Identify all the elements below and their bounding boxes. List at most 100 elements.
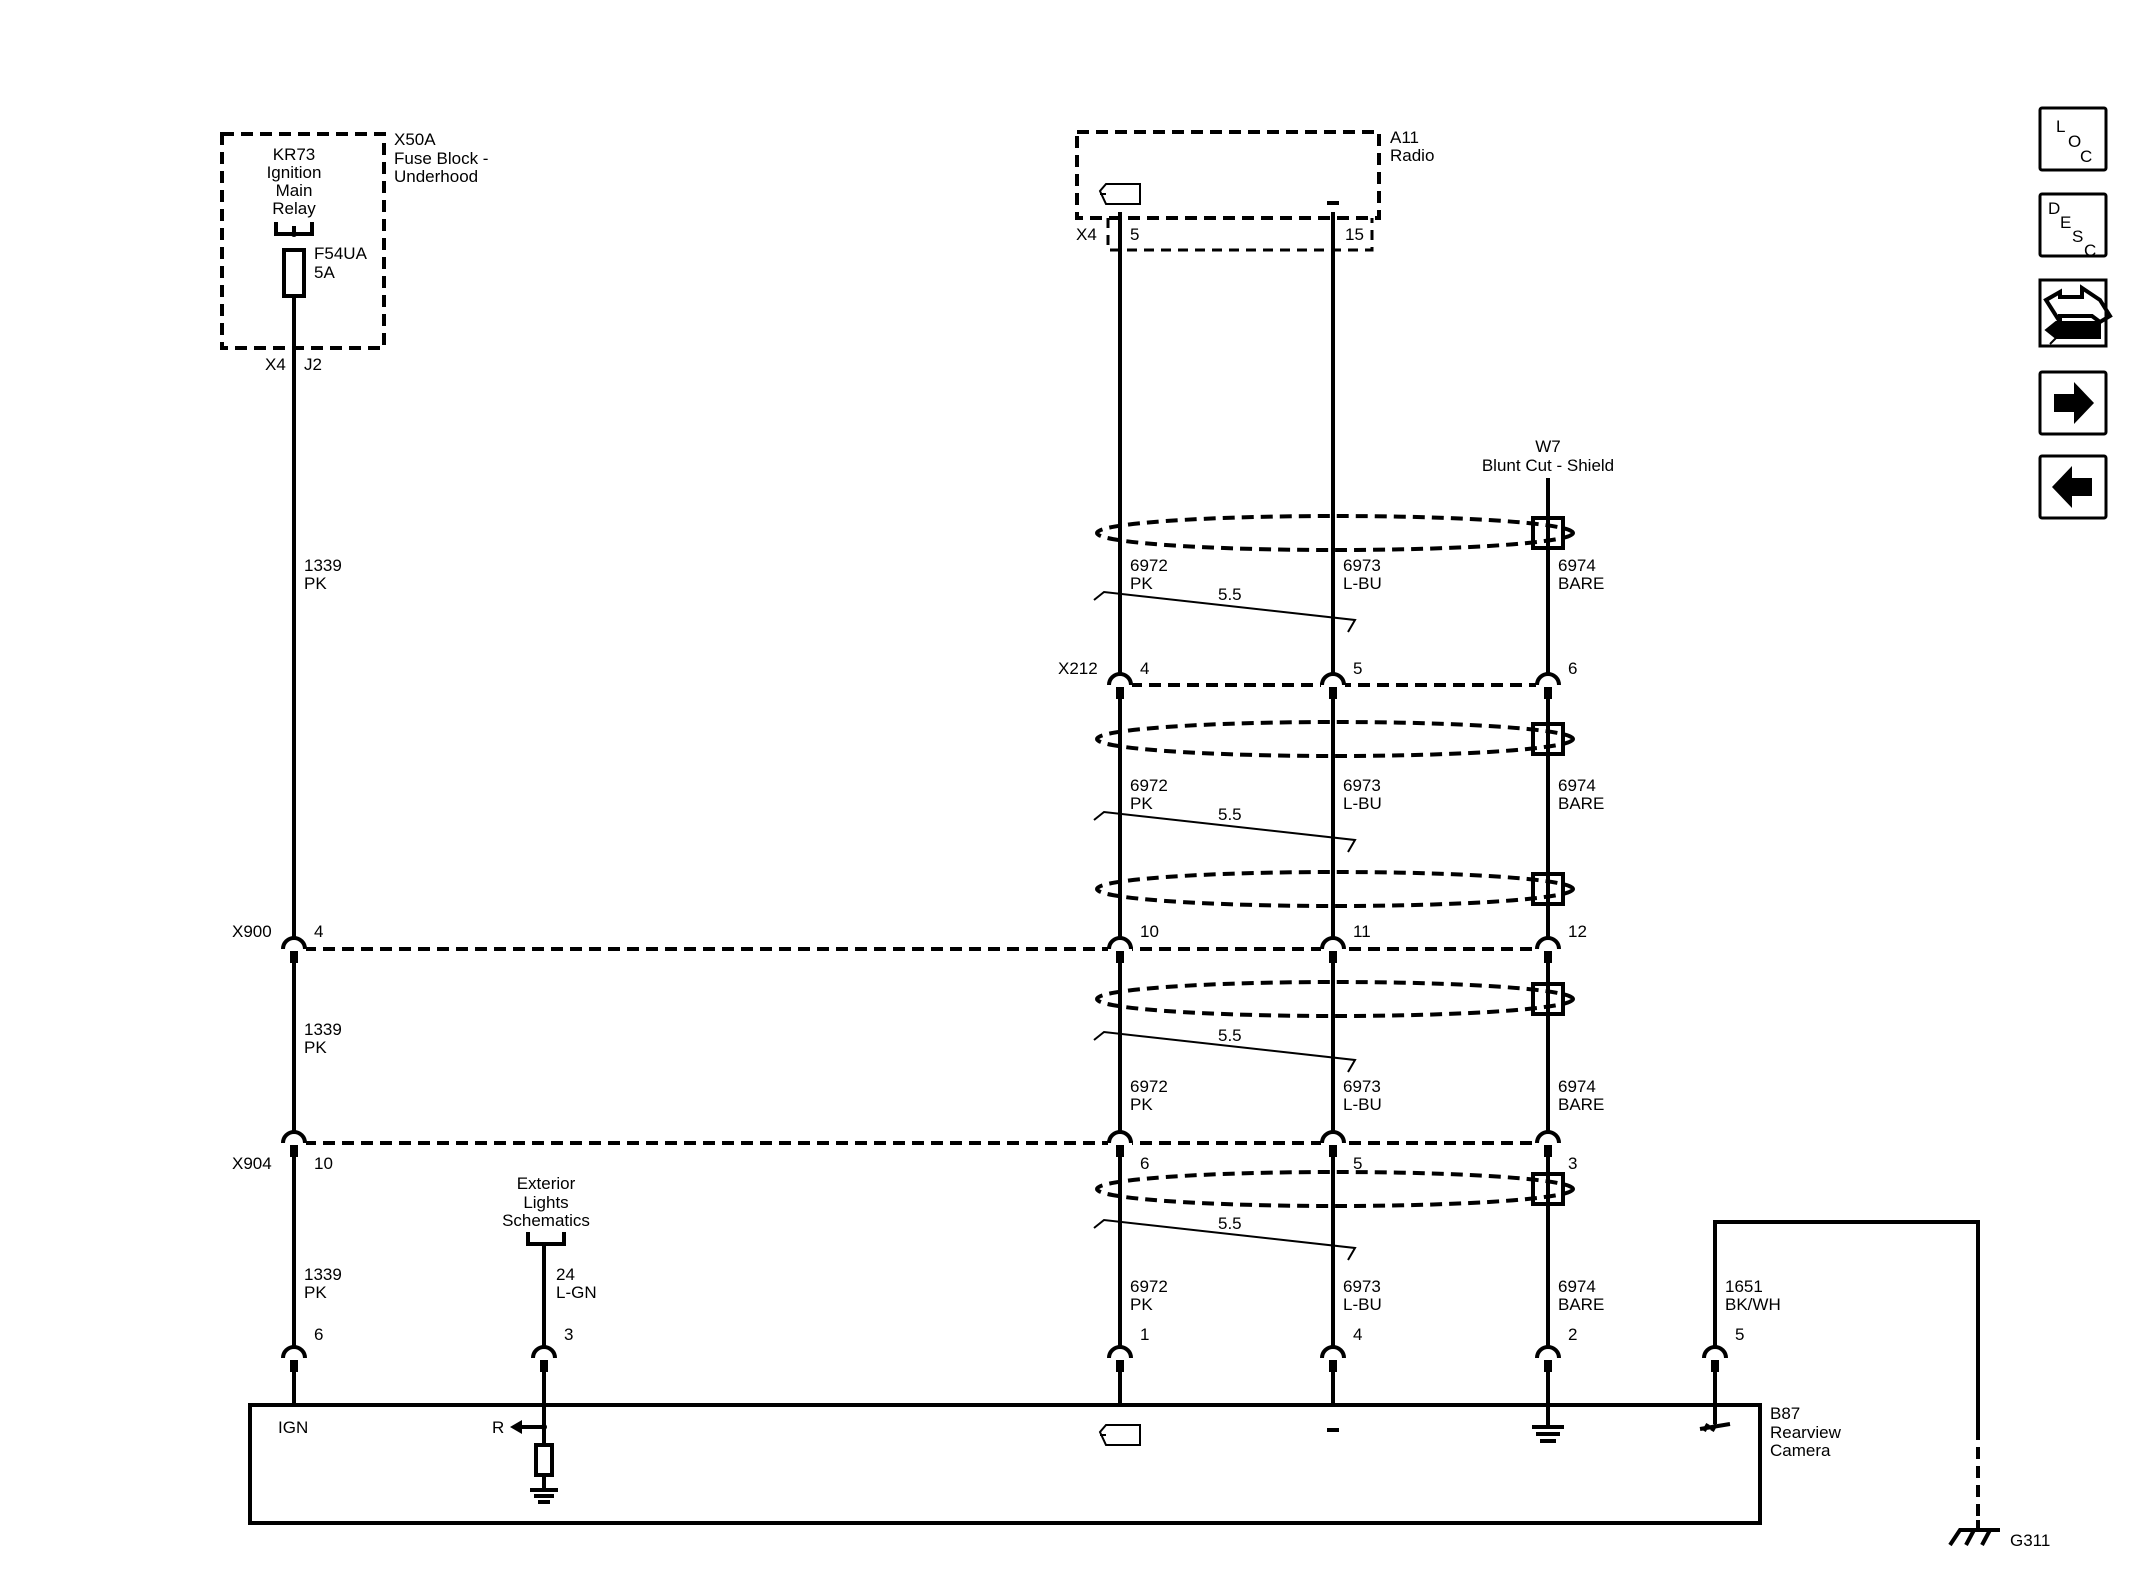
camera-chassis-ground-icon bbox=[1699, 1405, 1731, 1432]
desc-button[interactable]: D E S C bbox=[2038, 192, 2108, 260]
wire-6974-circuit-2: 6974 bbox=[1558, 776, 1596, 795]
camera-pin-5: 5 bbox=[1735, 1325, 1744, 1344]
loc-button[interactable]: L O C bbox=[2038, 106, 2108, 172]
shield-name: Blunt Cut - Shield bbox=[1482, 456, 1614, 475]
wire-1339-circuit-3: 1339 bbox=[304, 1265, 342, 1284]
wire-6973-color-3: L-BU bbox=[1343, 1095, 1382, 1114]
connector-repair-icon bbox=[2043, 284, 2113, 329]
wire-6973-color-1: L-BU bbox=[1343, 574, 1382, 593]
shield-ellipse-1 bbox=[1095, 514, 1575, 552]
wire-6972-circuit-3: 6972 bbox=[1130, 1077, 1168, 1096]
camera-ign-label: IGN bbox=[278, 1418, 308, 1437]
cavity-pin-15 bbox=[1544, 1360, 1552, 1372]
wire-6972-color-4: PK bbox=[1130, 1295, 1153, 1314]
camera-resistor-icon bbox=[534, 1443, 554, 1477]
twist-label-2: 5.5 bbox=[1218, 805, 1242, 824]
shield-drain-5 bbox=[1531, 1172, 1565, 1206]
wire-1339-color-1: PK bbox=[304, 574, 327, 593]
shield-drain-1 bbox=[1531, 516, 1565, 550]
camera-pin-1: 1 bbox=[1140, 1325, 1149, 1344]
wire-1651 bbox=[1713, 1220, 1980, 1428]
ground-g311-icon bbox=[1948, 1520, 2000, 1547]
cavity-pin-7 bbox=[290, 1145, 298, 1157]
x212-pin-4: 4 bbox=[1140, 659, 1149, 678]
cavity-pin-8 bbox=[1116, 1145, 1124, 1157]
wire-6973-circuit-3: 6973 bbox=[1343, 1077, 1381, 1096]
shield-drain-4 bbox=[1531, 982, 1565, 1016]
cavity-pin-11 bbox=[290, 1360, 298, 1372]
camera-pin-3: 3 bbox=[564, 1325, 573, 1344]
fuse-block-ref: X50A bbox=[394, 130, 436, 149]
x900-pin-12: 12 bbox=[1568, 922, 1587, 941]
wire-1339-circuit-2: 1339 bbox=[304, 1020, 342, 1039]
wire-6973-color-2: L-BU bbox=[1343, 794, 1382, 813]
x904-ref: X904 bbox=[232, 1154, 272, 1173]
fuse-rating: 5A bbox=[314, 263, 335, 282]
x212-ref: X212 bbox=[1058, 659, 1098, 678]
wire-6972-circuit-1: 6972 bbox=[1130, 556, 1168, 575]
wire-1651-color: BK/WH bbox=[1725, 1295, 1781, 1314]
cavity-arc-7 bbox=[281, 1130, 307, 1144]
desc-letter-s: S bbox=[2072, 227, 2083, 246]
wire-6973-circuit-4: 6973 bbox=[1343, 1277, 1381, 1296]
fuse-block-outline bbox=[220, 132, 386, 350]
previous-page-button[interactable] bbox=[2038, 454, 2108, 520]
wire-6974-circuit-3: 6974 bbox=[1558, 1077, 1596, 1096]
radio-pin-ground: 15 bbox=[1345, 225, 1364, 244]
wire-1339-color-3: PK bbox=[304, 1283, 327, 1302]
cavity-pin-6 bbox=[1544, 951, 1552, 963]
fuse-block-name-2: Underhood bbox=[394, 167, 478, 186]
exterior-ref-arrow-icon bbox=[526, 1232, 566, 1246]
cavity-pin-16 bbox=[1711, 1360, 1719, 1372]
cavity-arc-2 bbox=[1535, 672, 1561, 686]
fuse-ref: F54UA bbox=[314, 244, 368, 263]
fuse-out-conn: X4 bbox=[265, 355, 286, 374]
wire-6972-color-1: PK bbox=[1130, 574, 1153, 593]
radio-outline bbox=[1075, 130, 1381, 220]
camera-r-label: R bbox=[492, 1418, 504, 1437]
camera-video-input-icon bbox=[1098, 1424, 1141, 1446]
cavity-arc-5 bbox=[1320, 936, 1346, 950]
fuse-icon bbox=[282, 248, 306, 298]
wire-6974-circuit-4: 6974 bbox=[1558, 1277, 1596, 1296]
camera-ref: B87 bbox=[1770, 1404, 1800, 1423]
x900-pin-10: 10 bbox=[1140, 922, 1159, 941]
x904-pin-10: 10 bbox=[314, 1154, 333, 1173]
camera-resistor-ground-icon bbox=[530, 1475, 558, 1504]
shield-ref: W7 bbox=[1535, 437, 1561, 456]
wire-6972-circuit-2: 6972 bbox=[1130, 776, 1168, 795]
video-signal-icon bbox=[1098, 183, 1141, 205]
cavity-arc-6 bbox=[1535, 936, 1561, 950]
cavity-arc-15 bbox=[1535, 1345, 1561, 1359]
cavity-arc-4 bbox=[1107, 936, 1133, 950]
relay-label-4: Relay bbox=[272, 199, 316, 218]
cavity-arc-3 bbox=[281, 936, 307, 950]
wire-6973-color-4: L-BU bbox=[1343, 1295, 1382, 1314]
cavity-arc-12 bbox=[531, 1345, 557, 1359]
x900-pin-11: 11 bbox=[1353, 922, 1371, 941]
radio-connector: X4 bbox=[1076, 225, 1097, 244]
loc-letter-l: L bbox=[2056, 117, 2065, 136]
connector-repair-button[interactable] bbox=[2038, 278, 2113, 348]
cavity-pin-2 bbox=[1544, 687, 1552, 699]
radio-ref: A11 bbox=[1390, 128, 1419, 147]
cavity-arc-11 bbox=[281, 1345, 307, 1359]
wire-6973-circuit-1: 6973 bbox=[1343, 556, 1381, 575]
ground-g311-label: G311 bbox=[2010, 1531, 2050, 1550]
shield-drain-3 bbox=[1531, 872, 1565, 906]
x212-pin-6: 6 bbox=[1568, 659, 1577, 678]
x900-pin-4: 4 bbox=[314, 922, 323, 941]
relay-node bbox=[291, 231, 297, 237]
twist-mark-2 bbox=[1093, 810, 1357, 853]
exterior-label-1: Exterior bbox=[517, 1174, 576, 1193]
fuse-block-name-1: Fuse Block - bbox=[394, 149, 488, 168]
wire-6974-circuit-1: 6974 bbox=[1558, 556, 1596, 575]
next-page-button[interactable] bbox=[2038, 370, 2108, 436]
shield-ellipse-4 bbox=[1095, 980, 1575, 1018]
wire-6973-circuit-2: 6973 bbox=[1343, 776, 1381, 795]
wire-6974-color-1: BARE bbox=[1558, 574, 1604, 593]
x904-pin-6: 6 bbox=[1140, 1154, 1149, 1173]
cavity-arc-1 bbox=[1320, 672, 1346, 686]
relay-label-2: Ignition bbox=[267, 163, 322, 182]
cavity-arc-14 bbox=[1320, 1345, 1346, 1359]
